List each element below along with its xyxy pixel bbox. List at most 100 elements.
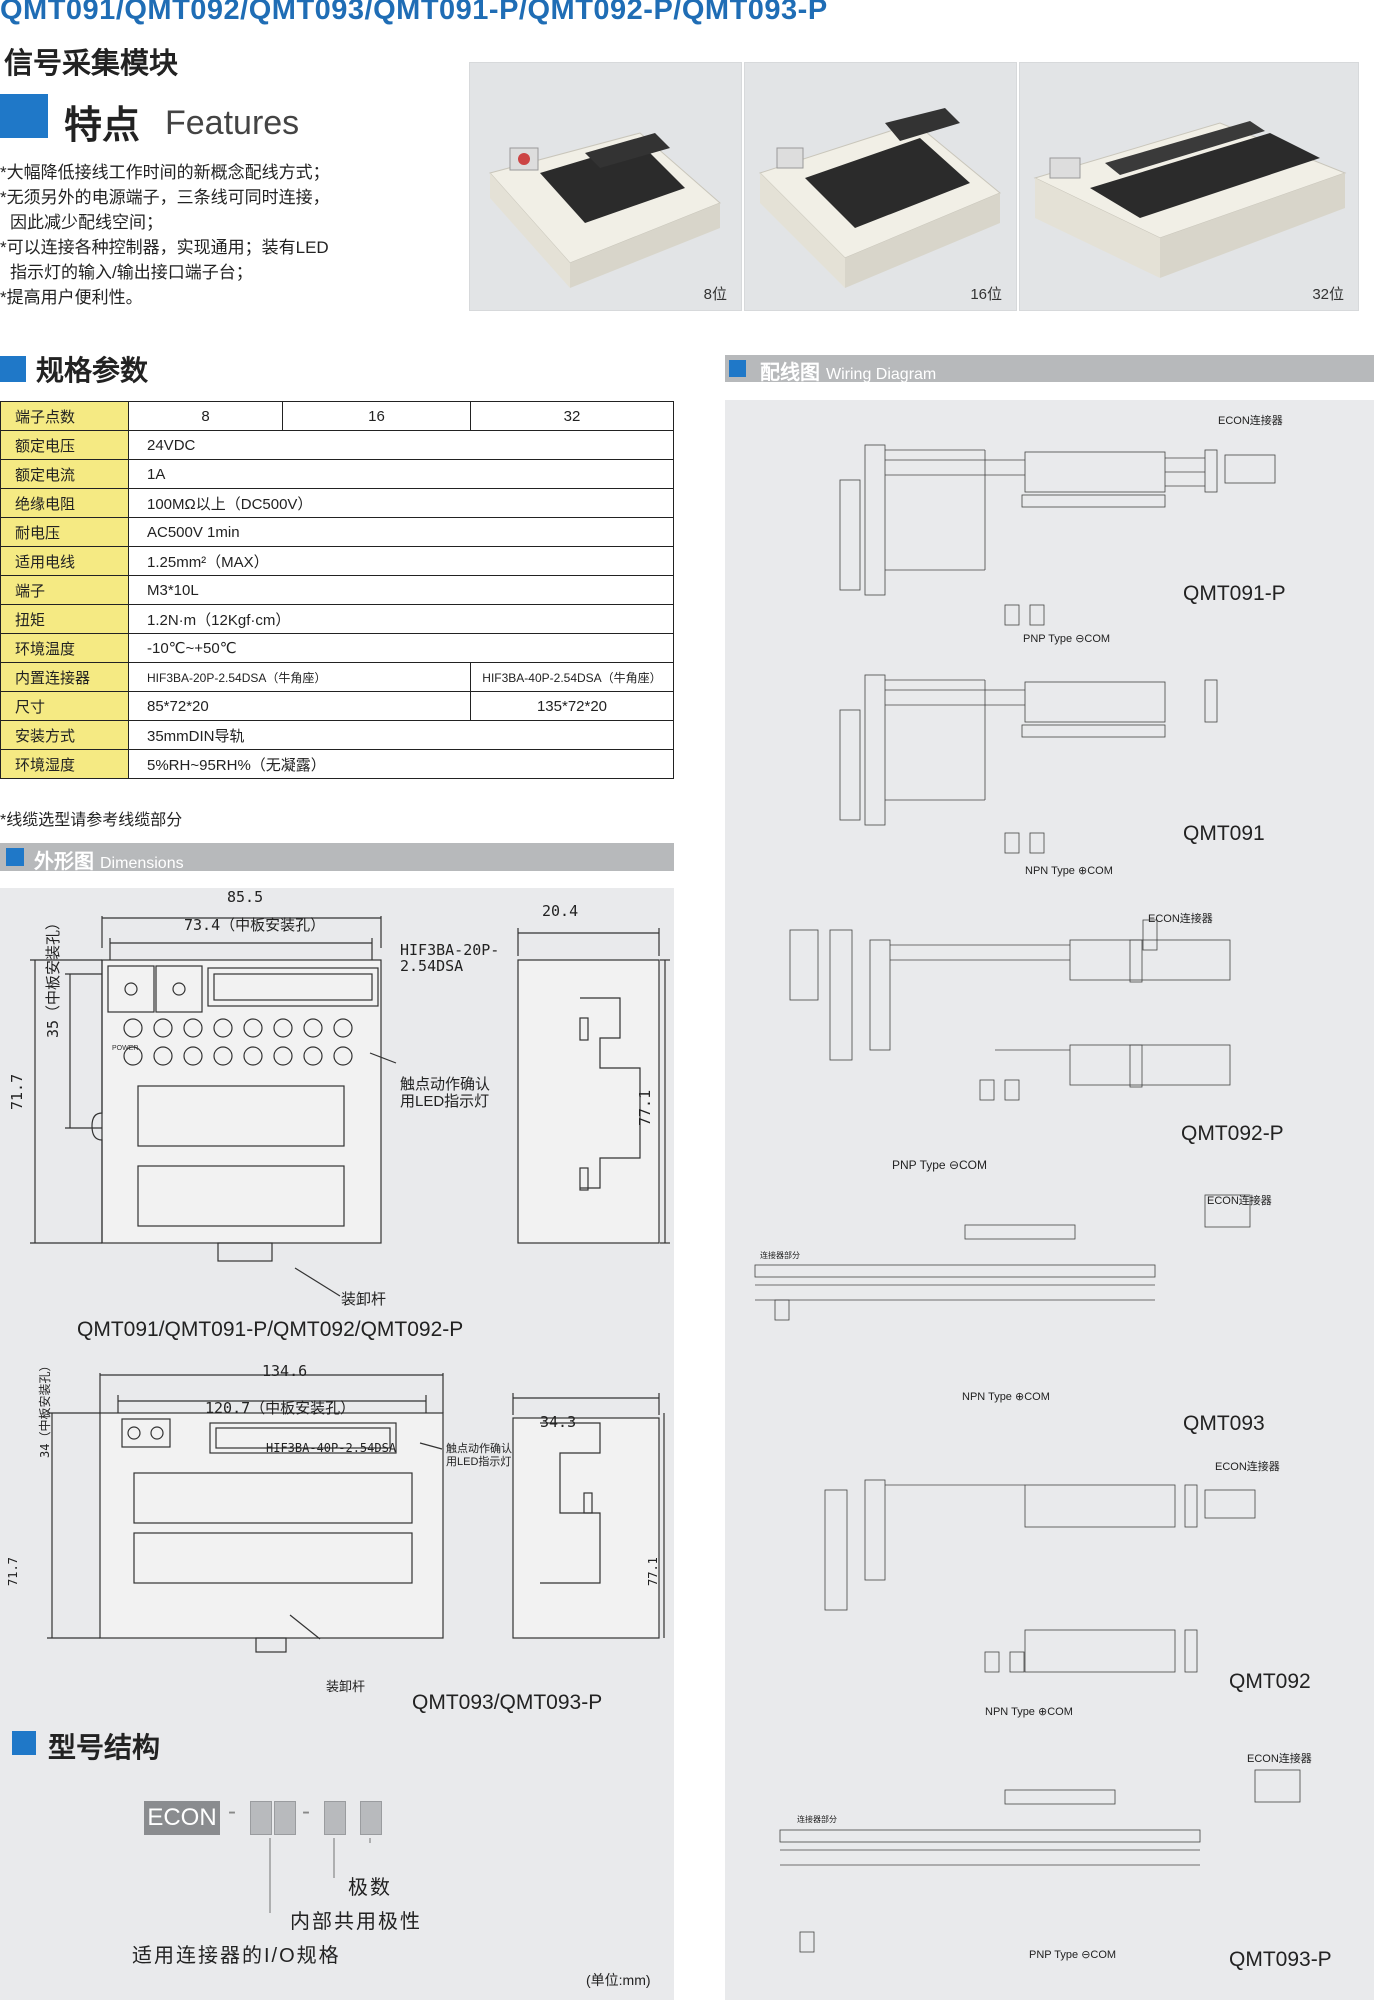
wiring-type: NPN Type ⊕COM: [985, 1705, 1073, 1718]
wiring-model: QMT091: [1183, 822, 1265, 845]
dim-height-left: 71.7: [6, 1557, 20, 1586]
com-label: ⊕COM: [1015, 1391, 1050, 1403]
econ-label: ECON连接器: [1148, 913, 1213, 925]
spec-key: 尺寸: [0, 691, 129, 721]
type-label: NPN Type: [1025, 865, 1075, 877]
model-common-label: 内部共用极性: [290, 1911, 422, 1933]
features-list: *大幅降低接线工作时间的新概念配线方式； *无须另外的电源端子，三条线可同时连接…: [0, 160, 460, 310]
product-photo-8: 8位: [469, 62, 742, 311]
feature-item: *大幅降低接线工作时间的新概念配线方式；: [0, 163, 330, 182]
wiring-model: QMT092: [1229, 1670, 1311, 1693]
spec-key: 适用电线: [0, 546, 129, 576]
terminal-block-8-image: [489, 132, 721, 288]
led-note-line: 用LED指示灯: [400, 1093, 490, 1110]
com-label: ⊕COM: [1038, 1706, 1073, 1718]
connector-part-label: 连接器部分: [797, 1815, 837, 1824]
dim-height-right: 77.1: [636, 1089, 654, 1126]
spec-value: 1.25mm²（MAX）: [128, 546, 674, 576]
feature-item: *可以连接各种控制器，实现通用；装有LED: [0, 238, 329, 257]
led-indicator-icon: [123, 1046, 143, 1066]
type-label: PNP Type: [1023, 633, 1073, 645]
led-indicator-icon: [303, 1046, 323, 1066]
wiring-type: PNP Type ⊖COM: [892, 1158, 987, 1172]
led-indicator-icon: [273, 1046, 293, 1066]
feature-item: *无须另外的电源端子，三条线可同时连接，: [0, 188, 330, 207]
power-label: POWER: [112, 1045, 139, 1052]
led-indicator-icon: [303, 1018, 323, 1038]
spec-key: 内置连接器: [0, 662, 129, 692]
lever-label: 装卸杆: [326, 1679, 366, 1694]
com-label: ⊖COM: [948, 1158, 987, 1172]
spec-key: 额定电压: [0, 430, 129, 460]
econ-label: ECON连接器: [1215, 1461, 1280, 1473]
dimensions-title: 外形图: [34, 851, 94, 873]
unit-note: (单位:mm): [586, 1972, 651, 1988]
terminal-block-32-image: [1033, 121, 1347, 278]
specs-title: 规格参数: [36, 355, 149, 386]
wiring-model: QMT091-P: [1183, 582, 1286, 605]
led-indicator-icon: [153, 1018, 173, 1038]
model-slot: [324, 1801, 346, 1835]
dim-hole-width: 120.7（中板安装孔）: [205, 1399, 356, 1417]
spec-key: 扭矩: [0, 604, 129, 634]
econ-label: ECON连接器: [1207, 1195, 1272, 1207]
dim-depth: 34.3: [540, 1413, 577, 1431]
spec-value: HIF3BA-20P-2.54DSA（牛角座）: [128, 662, 471, 692]
led-indicator-icon: [123, 1018, 143, 1038]
wiring-diagram-qmt091: [839, 674, 1218, 854]
page-subtitle: 信号采集模块: [4, 48, 179, 80]
features-title: 特点: [64, 105, 141, 147]
dimension-drawing-2: [47, 1373, 665, 1653]
section-marker-icon: [729, 360, 746, 377]
model-prefix-box: ECON: [144, 1801, 220, 1835]
spec-value: M3*10L: [128, 575, 674, 605]
photo-caption: 32位: [1312, 286, 1344, 303]
table-row: 环境温度-10℃~+50℃: [0, 633, 674, 663]
table-row: 尺寸 85*72*20 135*72*20: [0, 691, 674, 721]
dim-height-right: 77.1: [646, 1557, 660, 1586]
model-title: 型号结构: [48, 1732, 161, 1763]
dimension-drawing-1: [30, 916, 670, 1297]
type-label: NPN Type: [962, 1391, 1012, 1403]
section-marker-icon: [0, 356, 26, 382]
dim-connector: HIF3BA-40P-2.54DSA: [266, 1441, 397, 1455]
wiring-diagram-qmt093-p: [779, 1769, 1301, 1953]
model-slot: [360, 1801, 382, 1835]
drawing-caption: QMT091/QMT091-P/QMT092/QMT092-P: [77, 1318, 464, 1341]
dim-hole-height: 35（中板安装孔）: [44, 914, 62, 1038]
type-label: PNP Type: [1029, 1949, 1079, 1961]
econ-label: ECON连接器: [1218, 415, 1283, 427]
led-note: 触点动作确认 用LED指示灯: [446, 1443, 512, 1469]
wiring-diagram-qmt093: [754, 1194, 1251, 1321]
model-slot: [250, 1801, 272, 1835]
dim-hole-width: 73.4（中板安装孔）: [184, 916, 326, 934]
spec-value: 5%RH~95RH%（无凝露）: [128, 749, 674, 779]
wiring-diagram-qmt091-p: [839, 444, 1276, 626]
connector-part-label: 连接器部分: [760, 1251, 800, 1260]
com-label: ⊕COM: [1078, 865, 1113, 877]
dim-height-left: 71.7: [8, 1073, 26, 1110]
led-note-line: 触点动作确认: [400, 1076, 491, 1093]
spec-value: 135*72*20: [470, 691, 674, 721]
section-marker-icon: [6, 848, 24, 866]
dimensions-panel: 85.5 73.4（中板安装孔） 20.4 HIF3BA-20P- 2.54DS…: [0, 888, 674, 2000]
feature-item: *提高用户便利性。: [0, 288, 143, 307]
wiring-model: QMT092-P: [1181, 1122, 1284, 1145]
dim-connector: HIF3BA-20P- 2.54DSA: [400, 941, 500, 975]
spec-value: 24VDC: [128, 430, 674, 460]
led-indicator-icon: [213, 1018, 233, 1038]
wiring-title-en: Wiring Diagram: [826, 366, 937, 383]
model-slot: [274, 1801, 296, 1835]
product-photo-16: 16位: [744, 62, 1017, 311]
wiring-type: NPN Type ⊕COM: [1025, 864, 1113, 877]
spec-key: 安装方式: [0, 720, 129, 750]
type-label: PNP Type: [892, 1158, 946, 1172]
led-note-line: 触点动作确认: [446, 1443, 512, 1455]
led-indicator-icon: [333, 1046, 353, 1066]
dim-depth: 20.4: [542, 902, 579, 920]
led-indicator-icon: [273, 1018, 293, 1038]
